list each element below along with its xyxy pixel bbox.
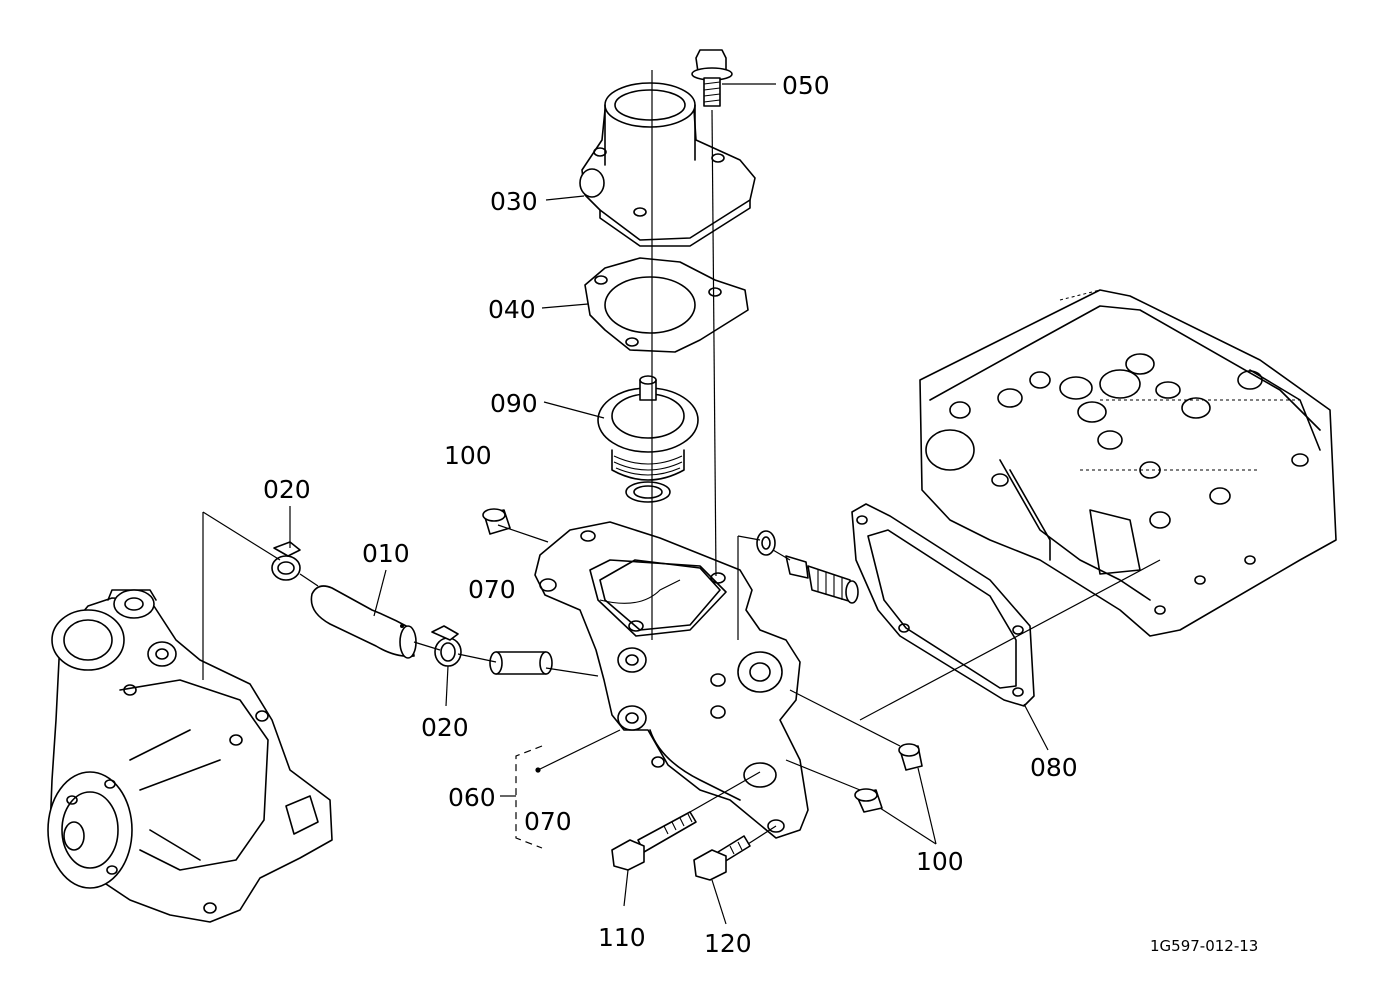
part-100-plug-lower-b[interactable]	[854, 788, 883, 813]
label-020-upper: 020	[263, 475, 311, 504]
label-110: 110	[598, 923, 646, 952]
part-070-pipe[interactable]	[489, 651, 553, 675]
label-120: 120	[704, 929, 752, 958]
part-020-clamp-lower[interactable]	[431, 625, 462, 667]
temperature-sensor[interactable]	[756, 530, 859, 604]
part-020-clamp-upper[interactable]	[271, 541, 301, 581]
part-080-gasket[interactable]	[851, 503, 1035, 707]
water-pump[interactable]	[47, 589, 333, 923]
label-070-upper: 070	[468, 575, 516, 604]
callout-leaders	[289, 83, 1049, 925]
label-010: 010	[362, 539, 410, 568]
part-030-thermostat-cover[interactable]	[579, 82, 756, 247]
assembly-lines	[202, 70, 1161, 845]
part-120-bolt[interactable]	[693, 835, 751, 881]
part-040-gasket[interactable]	[584, 257, 749, 353]
part-100-plug-lower-a[interactable]	[898, 743, 923, 771]
cylinder-head[interactable]	[919, 289, 1337, 637]
label-100-lower: 100	[916, 847, 964, 876]
label-030: 030	[490, 187, 538, 216]
label-080: 080	[1030, 753, 1078, 782]
part-090-thermostat[interactable]	[597, 375, 699, 503]
label-070-lower: 070	[524, 807, 572, 836]
label-050: 050	[782, 71, 830, 100]
part-110-bolt[interactable]	[611, 811, 697, 871]
part-060-thermostat-housing[interactable]	[534, 521, 809, 839]
part-100-plug-upper[interactable]	[482, 508, 511, 535]
label-090: 090	[490, 389, 538, 418]
part-050-bolt[interactable]	[691, 49, 733, 107]
part-labels: 050 030 040 090 100 020 010 070 020 060 …	[263, 71, 1258, 958]
label-020-lower: 020	[421, 713, 469, 742]
label-040: 040	[488, 295, 536, 324]
label-100-upper: 100	[444, 441, 492, 470]
label-060: 060	[448, 783, 496, 812]
part-010-hose[interactable]	[310, 585, 417, 659]
drawing-reference: 1G597-012-13	[1150, 937, 1258, 955]
